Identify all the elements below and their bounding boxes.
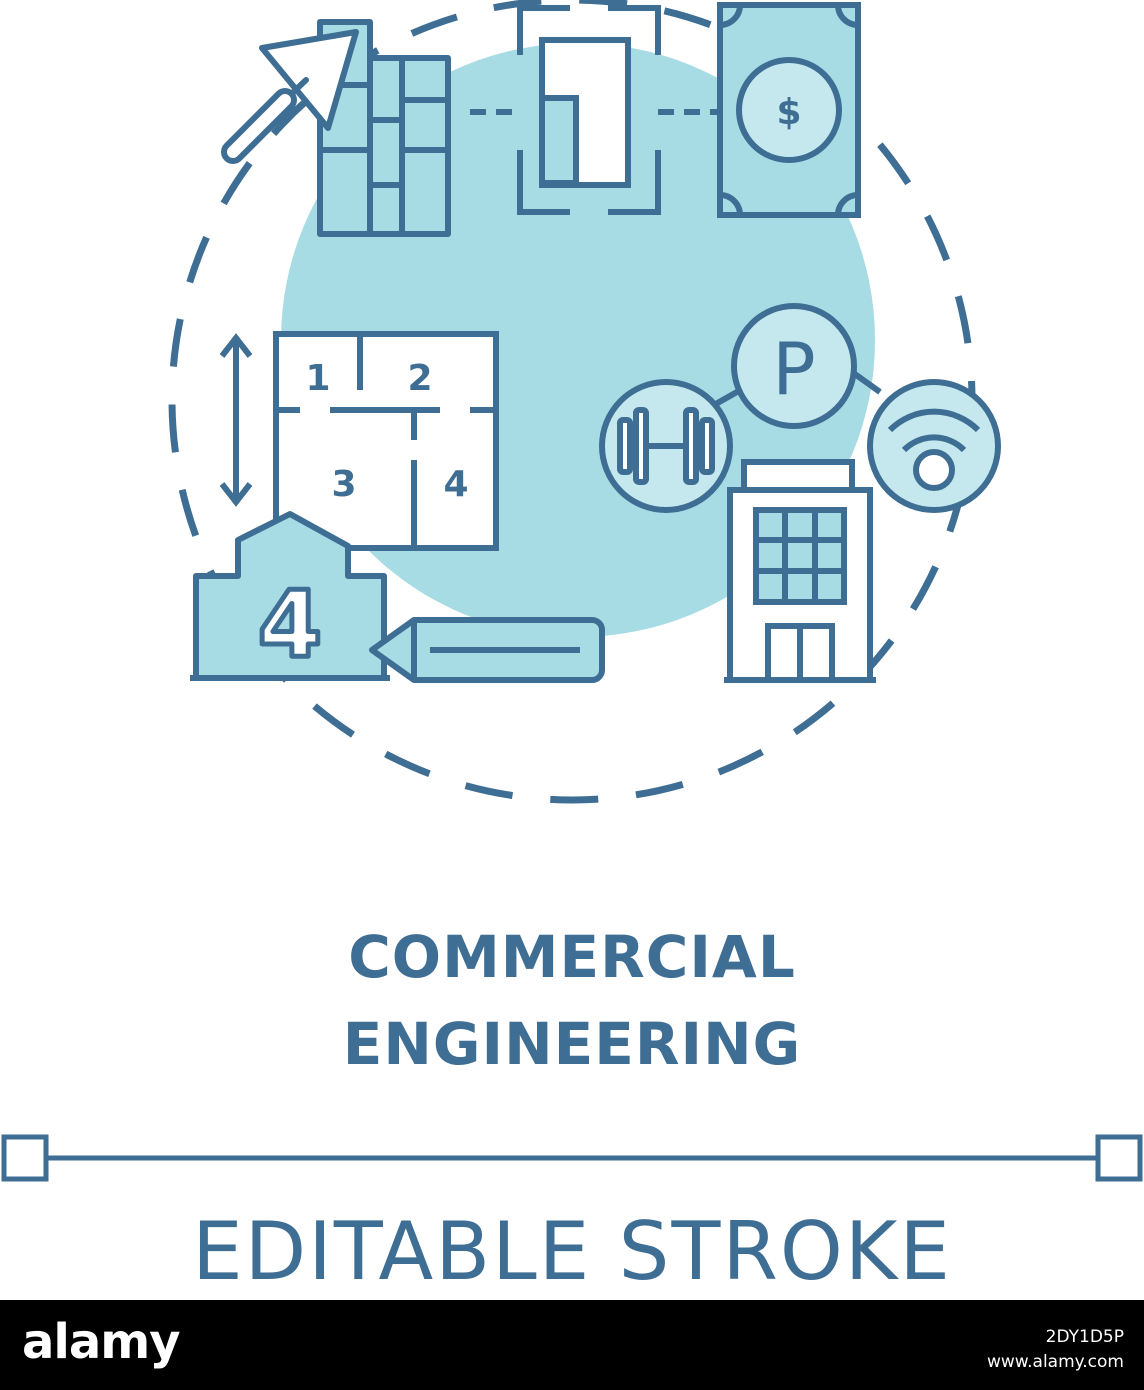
image-id: 2DY1D5P [1045,1327,1124,1347]
stock-info: 2DY1D5P www.alamy.com [987,1325,1124,1374]
svg-text:1: 1 [305,358,330,399]
parking-icon: P [712,303,882,429]
dumbbell-icon [599,379,733,513]
editable-stroke-line [1,1134,1143,1182]
floor-plan-icon: 1 2 3 4 [219,331,499,551]
svg-text:2: 2 [407,358,432,399]
stock-url: www.alamy.com [986,1351,1124,1372]
svg-text:4: 4 [258,571,322,678]
stock-footer-bar [0,1300,1144,1390]
wifi-icon [867,379,1001,513]
banknote-icon: $ [717,2,861,218]
concept-illustration: $ 1 2 3 4 4 [1,0,1143,1182]
svg-text:P: P [772,327,815,411]
house-with-number-icon: 4 [190,511,390,681]
heading-line-2: ENGINEERING [342,1010,802,1078]
office-building-icon [724,459,876,683]
editable-stroke-caption: EDITABLE STROKE [192,1205,952,1298]
pencil-icon [369,617,605,683]
door-frame-icon [470,5,718,215]
svg-text:3: 3 [331,464,356,505]
svg-text:4: 4 [443,464,468,505]
trowel-and-bricks-icon [221,19,451,237]
svg-text:$: $ [776,92,801,133]
alamy-logo: alamy [22,1314,181,1370]
heading-line-1: COMMERCIAL [348,923,796,991]
